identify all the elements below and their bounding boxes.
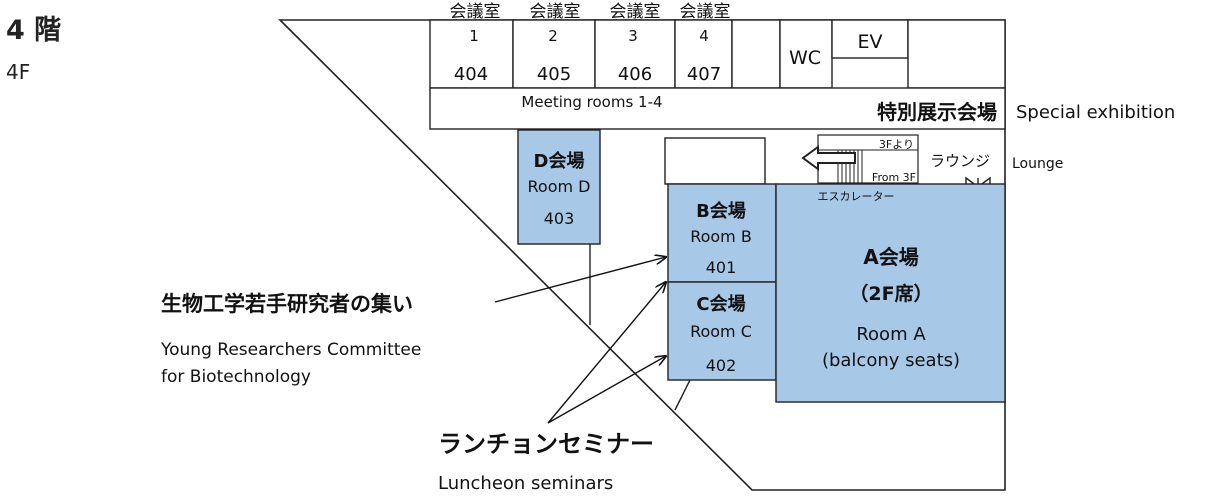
storage-room <box>731 19 781 89</box>
room-a <box>775 183 1006 403</box>
wc-room <box>779 19 833 89</box>
room-d <box>517 129 601 245</box>
young-researchers-en-1: Young Researchers Committee <box>160 340 421 360</box>
corner-room <box>907 19 1006 89</box>
meeting-corridor <box>429 87 1006 130</box>
escalator-label: エスカレーター <box>818 190 895 203</box>
special-exhibition-ja: 特別展示会場 <box>877 100 997 124</box>
luncheon-ja: ランチョンセミナー <box>438 430 654 458</box>
lounge-en: Lounge <box>1012 156 1063 172</box>
meeting-room-2 <box>512 19 596 89</box>
young-researchers-en-2: for Biotechnology <box>161 367 311 387</box>
escalator-from-ja: 3Fより <box>879 138 914 151</box>
floor-title: 4 階 <box>6 15 62 46</box>
room-a-seats-ja: （2F席） <box>849 282 932 305</box>
meeting-room-number: 3 <box>628 27 638 45</box>
lounge-ja: ラウンジ <box>930 152 990 170</box>
room-a-en: Room A <box>856 324 926 345</box>
room-d-ja: D会場 <box>534 150 585 172</box>
meeting-room-header: 会議室 <box>530 2 581 22</box>
room-c-ja: C会場 <box>696 293 745 315</box>
arrow-luncheon-to-b <box>547 282 666 424</box>
meeting-room-number: 2 <box>548 27 558 45</box>
meeting-rooms-label: Meeting rooms 1-4 <box>521 93 662 111</box>
room-c-en: Room C <box>690 322 752 341</box>
room-b-code: 401 <box>706 258 737 277</box>
escalator-from-en: From 3F <box>872 171 916 184</box>
meeting-room-header: 会議室 <box>680 2 731 22</box>
room-b-ja: B会場 <box>696 200 746 222</box>
small-room <box>664 137 766 185</box>
connector-line <box>674 379 691 411</box>
room-b <box>667 183 777 283</box>
wc-label: WC <box>789 47 821 69</box>
room-d-code: 403 <box>544 209 575 228</box>
room-b-en: Room B <box>690 227 752 246</box>
ev-label: EV <box>857 31 882 53</box>
room-d-en: Room D <box>528 177 591 196</box>
room-c-code: 402 <box>706 356 737 375</box>
meeting-room-code: 407 <box>687 64 721 85</box>
room-a-ja: A会場 <box>863 245 918 269</box>
meeting-room-header: 会議室 <box>610 2 661 22</box>
meeting-room-3 <box>594 19 676 89</box>
meeting-room-code: 404 <box>454 64 488 85</box>
young-researchers-ja: 生物工学若手研究者の集い <box>161 292 413 316</box>
escalator-arrow-icon <box>801 145 856 171</box>
meeting-room-code: 405 <box>537 64 571 85</box>
room-a-seats-en: (balcony seats) <box>822 350 960 371</box>
meeting-room-header: 会議室 <box>450 2 501 22</box>
arrow-luncheon-to-c <box>547 356 666 424</box>
meeting-room-code: 406 <box>618 64 652 85</box>
special-exhibition-en: Special exhibition <box>1016 102 1175 123</box>
floor-subtitle: 4F <box>6 60 31 84</box>
arrow-young-to-b <box>494 257 666 303</box>
luncheon-en: Luncheon seminars <box>438 473 613 494</box>
meeting-room-number: 4 <box>699 27 709 45</box>
meeting-room-number: 1 <box>469 27 479 45</box>
